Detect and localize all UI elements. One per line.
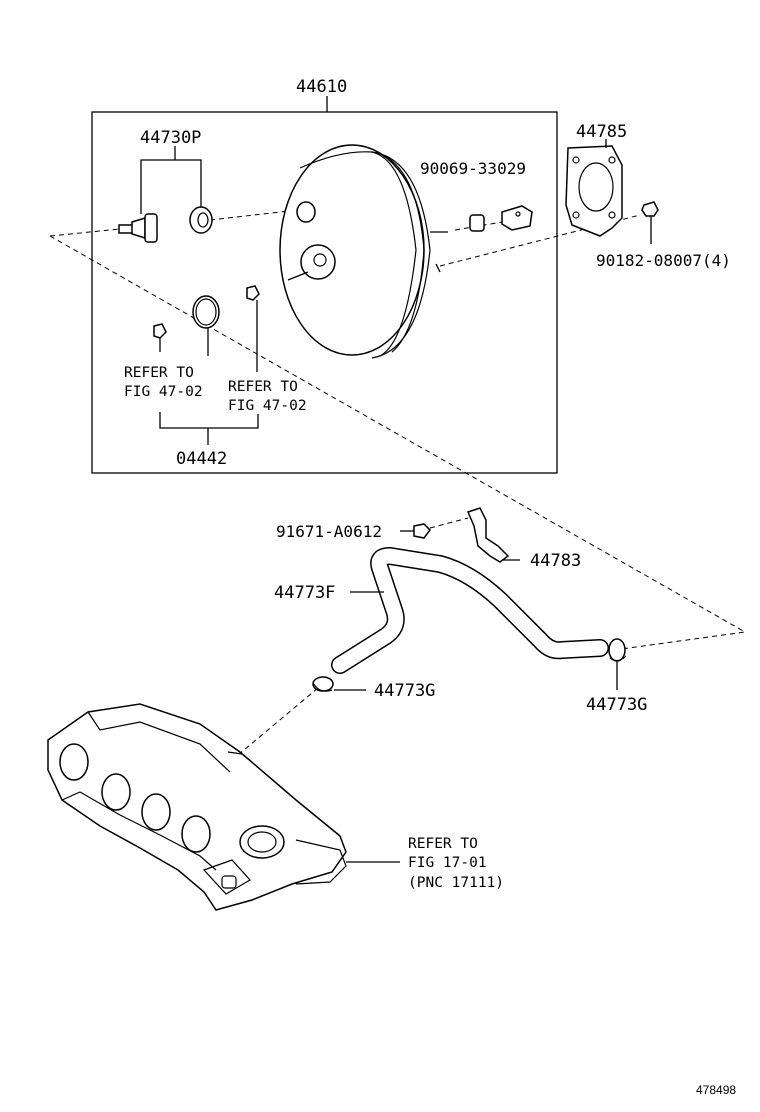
dashed-line-right <box>49 227 131 237</box>
dashed-line-left <box>49 235 746 633</box>
gasket-icon[interactable] <box>565 145 623 237</box>
label-fig-47-02-1[interactable]: FIG 47-02 <box>124 384 203 400</box>
label-44773G-right[interactable]: 44773G <box>586 695 647 715</box>
union-icon[interactable] <box>469 214 485 232</box>
nut-icon[interactable] <box>641 201 659 217</box>
label-refer-to-3[interactable]: REFER TO <box>408 836 478 852</box>
hose-clamp-left-icon[interactable] <box>312 676 334 692</box>
leader-44730P <box>140 159 202 214</box>
label-44773F[interactable]: 44773F <box>274 583 335 603</box>
label-90069-33029[interactable]: 90069-33029 <box>420 159 526 178</box>
small-nut-right-icon[interactable] <box>246 285 260 301</box>
brake-booster-icon[interactable] <box>279 144 448 359</box>
dashed-line-union <box>454 221 503 231</box>
bolt-icon[interactable] <box>413 523 431 539</box>
label-fig-47-02-2[interactable]: FIG 47-02 <box>228 398 307 414</box>
label-44610[interactable]: 44610 <box>296 77 347 97</box>
hose-clamp-right-icon[interactable] <box>608 638 627 662</box>
grommet-icon[interactable] <box>189 206 213 234</box>
label-90182-08007[interactable]: 90182-08007(4) <box>596 251 731 270</box>
label-44773G-left[interactable]: 44773G <box>374 681 435 701</box>
vacuum-hose-icon[interactable] <box>331 547 609 674</box>
check-valve-icon[interactable] <box>118 213 158 243</box>
dashed-line-valve <box>209 209 299 221</box>
label-refer-to-1[interactable]: REFER TO <box>124 365 194 381</box>
label-04442[interactable]: 04442 <box>176 449 227 469</box>
small-nut-left-icon[interactable] <box>153 323 167 339</box>
o-ring-icon[interactable] <box>192 295 220 329</box>
dashed-line-clamp-left <box>237 687 319 756</box>
clevis-icon[interactable] <box>501 205 533 231</box>
leader-04442 <box>159 412 259 445</box>
illustration-id: 478498 <box>696 1083 736 1097</box>
clamp-bracket-icon[interactable] <box>466 507 510 563</box>
label-44730P[interactable]: 44730P <box>140 128 201 148</box>
label-44783[interactable]: 44783 <box>530 551 581 571</box>
label-refer-to-2[interactable]: REFER TO <box>228 379 298 395</box>
dashed-line-bracket <box>429 517 469 529</box>
label-44785[interactable]: 44785 <box>576 122 627 142</box>
label-fig-17-01[interactable]: FIG 17-01 <box>408 855 487 871</box>
label-91671-A0612[interactable]: 91671-A0612 <box>276 522 382 541</box>
intake-manifold-icon[interactable] <box>47 703 347 911</box>
label-pnc-17111[interactable]: (PNC 17111) <box>408 875 504 891</box>
dashed-line-clamp-right <box>613 631 746 651</box>
assembly-box <box>91 111 558 474</box>
